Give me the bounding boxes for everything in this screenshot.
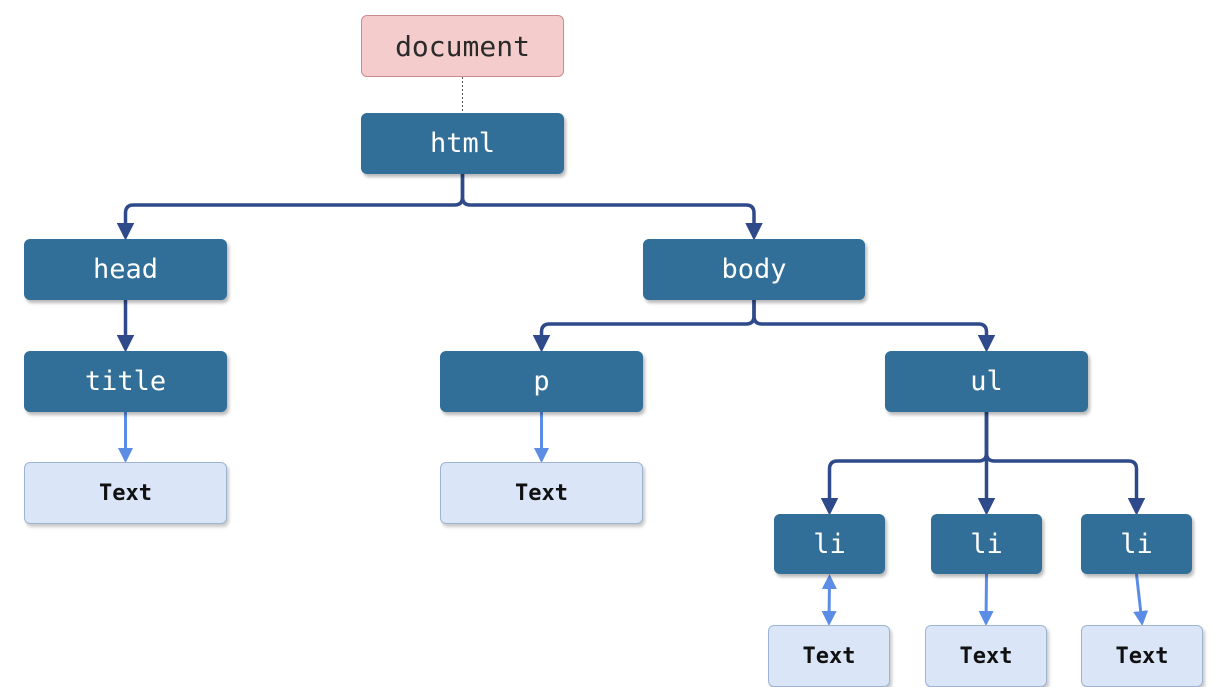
node-title: title <box>24 351 227 412</box>
node-document: document <box>361 15 564 77</box>
node-ul: ul <box>885 351 1088 412</box>
node-li-2: li <box>931 514 1042 574</box>
edge-ul-to-li1 <box>820 412 989 516</box>
text-node-p: Text <box>440 462 643 524</box>
edge-li1-to-text-li1 <box>821 574 837 626</box>
text-node-li-2: Text <box>925 625 1047 687</box>
text-node-title: Text <box>24 462 227 524</box>
edge-html-to-body <box>460 174 763 241</box>
node-li-1: li <box>774 514 885 574</box>
text-node-li-3: Text <box>1081 625 1203 687</box>
node-html: html <box>361 113 564 174</box>
edge-li3-to-text-li3 <box>1133 573 1149 626</box>
edge-body-to-ul <box>752 300 996 353</box>
text-node-li-1: Text <box>768 625 890 687</box>
node-head: head <box>24 239 227 300</box>
edge-li2-to-text-li2 <box>978 573 994 626</box>
edge-html-to-head <box>116 174 465 241</box>
edge-ul-to-li3 <box>984 412 1146 516</box>
node-p: p <box>440 351 643 412</box>
node-li-3: li <box>1081 514 1192 574</box>
node-body: body <box>643 239 865 300</box>
edge-body-to-p <box>532 300 756 353</box>
